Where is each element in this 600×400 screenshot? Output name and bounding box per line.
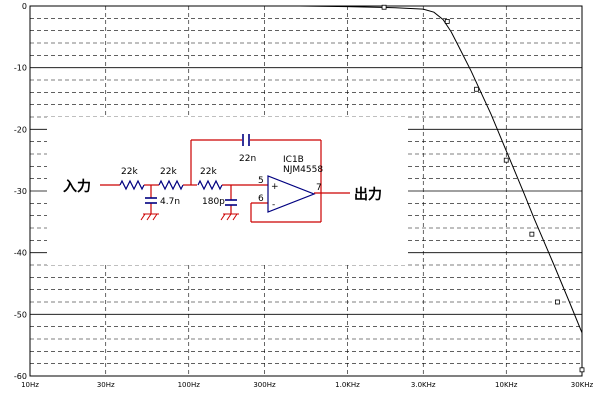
y-tick-label: -60: [14, 372, 27, 381]
schematic-background: [47, 117, 408, 265]
curve-marker: [381, 4, 387, 10]
curve-marker: [529, 231, 535, 237]
pin-minus-number: 6: [258, 194, 264, 204]
y-tick-label: 0: [22, 2, 27, 11]
curve-marker: [474, 86, 479, 92]
y-tick-label: -40: [14, 249, 27, 258]
input-label: 入力: [63, 178, 91, 195]
c2-value: 180p: [202, 197, 225, 207]
feedback-cap-value: 22n: [239, 154, 256, 164]
schematic-grounds: [140, 213, 239, 221]
schematic-capacitors: [145, 134, 250, 206]
x-tick-label: 100Hz: [178, 381, 201, 389]
x-tick-label: 30Hz: [97, 381, 115, 389]
schematic-wires: [100, 139, 350, 223]
resistor-r2: [158, 179, 184, 191]
opamp-minus-sign: -: [272, 200, 275, 210]
output-label: 出力: [354, 186, 382, 203]
curve-marker: [579, 367, 585, 373]
opamp-ref: IC1B: [283, 155, 304, 165]
pin-out-number: 7: [316, 183, 322, 193]
pin-plus-number: 5: [258, 176, 264, 186]
response-curve: [30, 5, 583, 333]
x-tick-label: 30KHz: [571, 381, 594, 389]
schematic-resistors: [119, 179, 223, 191]
x-tick-label: 300Hz: [253, 381, 276, 389]
x-tick-label: 3.0KHz: [411, 381, 436, 389]
c1-value: 4.7n: [160, 197, 180, 207]
x-tick-label: 10Hz: [21, 381, 39, 389]
r2-value: 22k: [160, 167, 177, 177]
opamp-part: NJM4558: [283, 165, 323, 175]
opamp-symbol: [267, 175, 316, 213]
r1-value: 22k: [121, 167, 138, 177]
curve-marker: [555, 299, 560, 305]
resistor-r1: [119, 179, 145, 191]
y-tick-labels: 0 -10 -20 -30 -40 -50 -60: [14, 2, 27, 381]
filter-schematic: 入力 出力 22k 22k 22k 4.7n 180p 22n IC1B NJM…: [47, 117, 408, 265]
x-tick-label: 1.0KHz: [335, 381, 360, 389]
opamp-plus-sign: +: [271, 182, 279, 192]
x-tick-label: 10KHz: [495, 381, 518, 389]
y-tick-label: -20: [14, 125, 27, 134]
r3-value: 22k: [200, 167, 217, 177]
y-tick-label: -30: [14, 187, 27, 196]
y-tick-label: -10: [14, 64, 27, 73]
curve-marker: [503, 157, 509, 163]
y-tick-label: -50: [14, 310, 27, 319]
resistor-r3: [197, 179, 223, 191]
curve-marker: [444, 19, 450, 24]
curve-markers: [381, 4, 585, 373]
x-tick-labels: 10Hz 30Hz 100Hz 300Hz 1.0KHz 3.0KHz 10KHz 30KHz: [21, 381, 593, 389]
